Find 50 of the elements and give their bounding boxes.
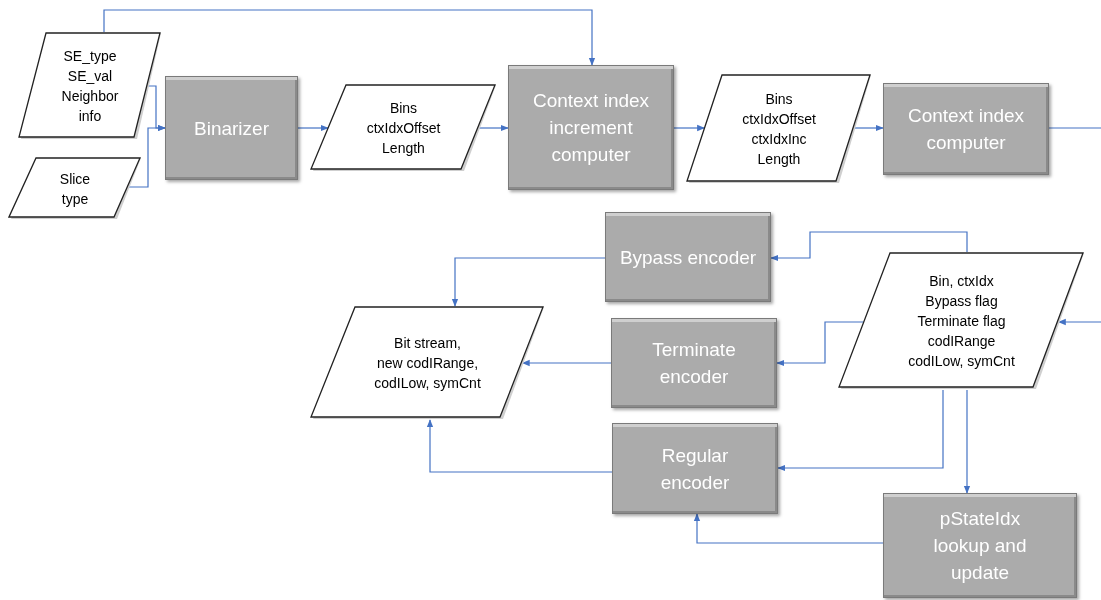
data-parallelogram bbox=[686, 74, 872, 184]
arrow bbox=[128, 124, 166, 188]
data-label: Terminate flag bbox=[916, 312, 1007, 331]
process-box bbox=[883, 493, 1077, 598]
data-label: ctxIdxOffset bbox=[741, 110, 817, 129]
data-parallelogram bbox=[18, 32, 162, 140]
process-box bbox=[611, 318, 777, 408]
data-label: Bins bbox=[388, 99, 419, 118]
data-label: Bypass flag bbox=[924, 292, 999, 311]
data-label: ctxIdxOffset bbox=[365, 119, 442, 138]
data-label: codIRange bbox=[926, 332, 997, 351]
arrow bbox=[777, 389, 944, 472]
data-label: Slice type bbox=[58, 169, 92, 209]
data-parallelogram bbox=[8, 157, 142, 220]
process-label: Context index increment computer bbox=[531, 89, 651, 167]
data-label: SE_type bbox=[62, 47, 118, 66]
process-label: Bypass encoder bbox=[618, 245, 758, 270]
data-label: Length bbox=[381, 139, 426, 158]
data-parallelogram bbox=[310, 84, 497, 172]
process-box bbox=[605, 212, 771, 302]
process-label: pStateIdx lookup and update bbox=[932, 507, 1028, 585]
arrow bbox=[963, 389, 971, 494]
data-parallelogram bbox=[838, 252, 1085, 390]
process-label: Regular encoder bbox=[659, 443, 731, 495]
process-label: Context index computer bbox=[906, 104, 1026, 155]
process-box bbox=[508, 65, 674, 190]
arrow bbox=[426, 419, 613, 473]
data-label: Length bbox=[756, 150, 802, 169]
data-label: new codIRange, bbox=[375, 354, 480, 373]
data-label: codILow, symCnt bbox=[907, 352, 1016, 371]
arrow bbox=[478, 124, 509, 132]
process-box bbox=[883, 83, 1049, 175]
data-label: SE_val bbox=[66, 67, 114, 86]
arrow bbox=[103, 9, 596, 66]
arrow bbox=[297, 124, 329, 132]
process-box bbox=[165, 76, 298, 180]
arrow bbox=[853, 124, 884, 132]
data-label: ctxIdxInc bbox=[750, 130, 808, 149]
data-label: Neighbor info bbox=[60, 87, 120, 126]
arrow bbox=[770, 231, 968, 262]
process-label: Terminate encoder bbox=[651, 338, 737, 389]
data-label: Bins bbox=[764, 90, 794, 109]
data-label: Bin, ctxIdx bbox=[928, 272, 995, 291]
data-label: Bit stream, bbox=[393, 334, 462, 353]
process-box bbox=[612, 423, 778, 514]
arrow bbox=[451, 257, 606, 307]
data-label: codILow, symCnt bbox=[373, 374, 482, 393]
arrow bbox=[693, 513, 884, 544]
process-label: Binarizer bbox=[193, 116, 270, 141]
data-parallelogram bbox=[310, 306, 545, 420]
